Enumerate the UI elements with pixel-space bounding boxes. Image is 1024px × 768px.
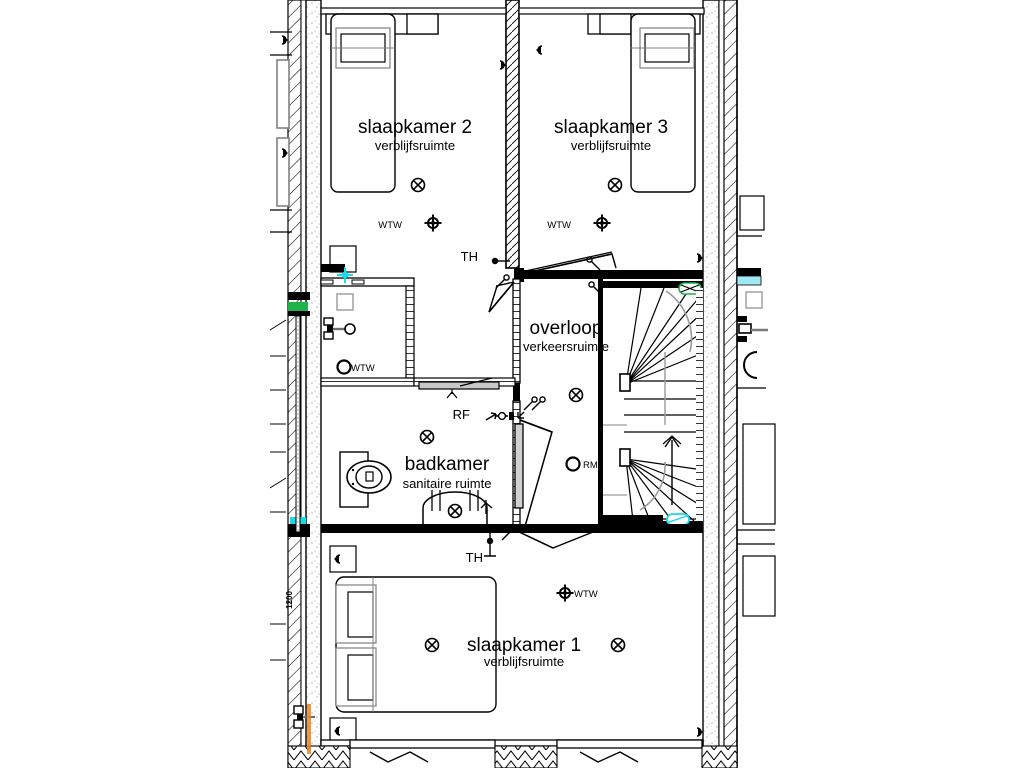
exterior-wall-bottom <box>287 739 738 768</box>
exterior-wall-left <box>287 0 322 768</box>
adjacent-unit-fragment <box>736 0 776 768</box>
smoke-detector-overloop <box>565 456 581 472</box>
shower-tray <box>418 381 500 399</box>
cyan-pill-marker <box>666 513 690 526</box>
room-label-slaapkamer2: slaapkamer 2 <box>358 117 472 138</box>
room-sublabel-overloop: verkeersruimte <box>523 339 609 354</box>
orange-marker <box>307 704 311 754</box>
room-sublabel-slaapkamer3: verblijfsruimte <box>571 138 651 153</box>
ceiling-light-sk1-left <box>424 637 440 653</box>
dimension-1200: 1200 <box>285 591 294 609</box>
label-wtw-closet: WTW <box>351 363 375 374</box>
room-label-slaapkamer3: slaapkamer 3 <box>554 117 668 138</box>
switch-cluster-rf <box>485 411 514 421</box>
label-rm: RM <box>583 460 598 471</box>
ceiling-light-sk3 <box>607 177 623 193</box>
room-label-overloop: overloop <box>530 318 603 339</box>
meter-symbol-left-bottom <box>293 705 315 729</box>
room-sublabel-slaapkamer1: verblijfsruimte <box>484 654 564 669</box>
ceiling-light-overloop <box>568 387 584 403</box>
thermostat-top <box>491 257 510 265</box>
door-badkamer <box>519 419 553 531</box>
exterior-wall-right <box>702 0 738 768</box>
partition-sk2-sk3 <box>505 0 520 269</box>
ceiling-light-washbasin <box>447 503 463 519</box>
door-sk2 <box>459 377 493 387</box>
technical-closet <box>320 277 415 387</box>
room-sublabel-badkamer: sanitaire ruimte <box>403 476 492 491</box>
switch-cluster-overloop <box>517 396 546 419</box>
label-wtw-sk1: WTW <box>574 589 598 600</box>
room-label-slaapkamer1: slaapkamer 1 <box>467 635 581 656</box>
toilet-fixture <box>339 451 392 508</box>
top-furniture-sk2 <box>320 7 507 193</box>
room-label-badkamer: badkamer <box>405 454 490 475</box>
label-th-top: TH <box>461 249 478 264</box>
cyan-marker-upper <box>337 267 353 283</box>
label-wtw-sk2: WTW <box>378 220 402 231</box>
label-wtw-sk3: WTW <box>547 220 571 231</box>
label-th-bottom: TH <box>466 550 483 565</box>
bed-sk1 <box>335 576 497 713</box>
radiator-badkamer <box>514 423 524 509</box>
door-overloop-left-upper <box>488 281 515 313</box>
ec-box-sk1-top <box>329 545 357 573</box>
top-furniture-sk3 <box>518 7 705 193</box>
ceiling-light-sk1-right <box>610 637 626 653</box>
dimension-ticks-left <box>269 315 301 661</box>
green-marker-left <box>288 302 308 311</box>
wall-overloop-top <box>514 268 703 282</box>
thermostat-bottom <box>484 528 496 557</box>
ceiling-light-badkamer <box>419 429 435 445</box>
ceiling-light-sk2 <box>410 177 426 193</box>
door-overloop-to-sk3 <box>520 251 617 275</box>
wall-stairwell-left <box>598 279 603 529</box>
wall-nib-left-b <box>288 311 310 316</box>
wall-nib-upper <box>321 264 345 272</box>
wall-nib-left-a <box>288 292 310 300</box>
wall-sk1-top <box>321 524 703 533</box>
room-sublabel-slaapkamer2: verblijfsruimte <box>375 138 455 153</box>
label-rf: RF <box>453 407 470 422</box>
stairwell <box>603 281 704 528</box>
